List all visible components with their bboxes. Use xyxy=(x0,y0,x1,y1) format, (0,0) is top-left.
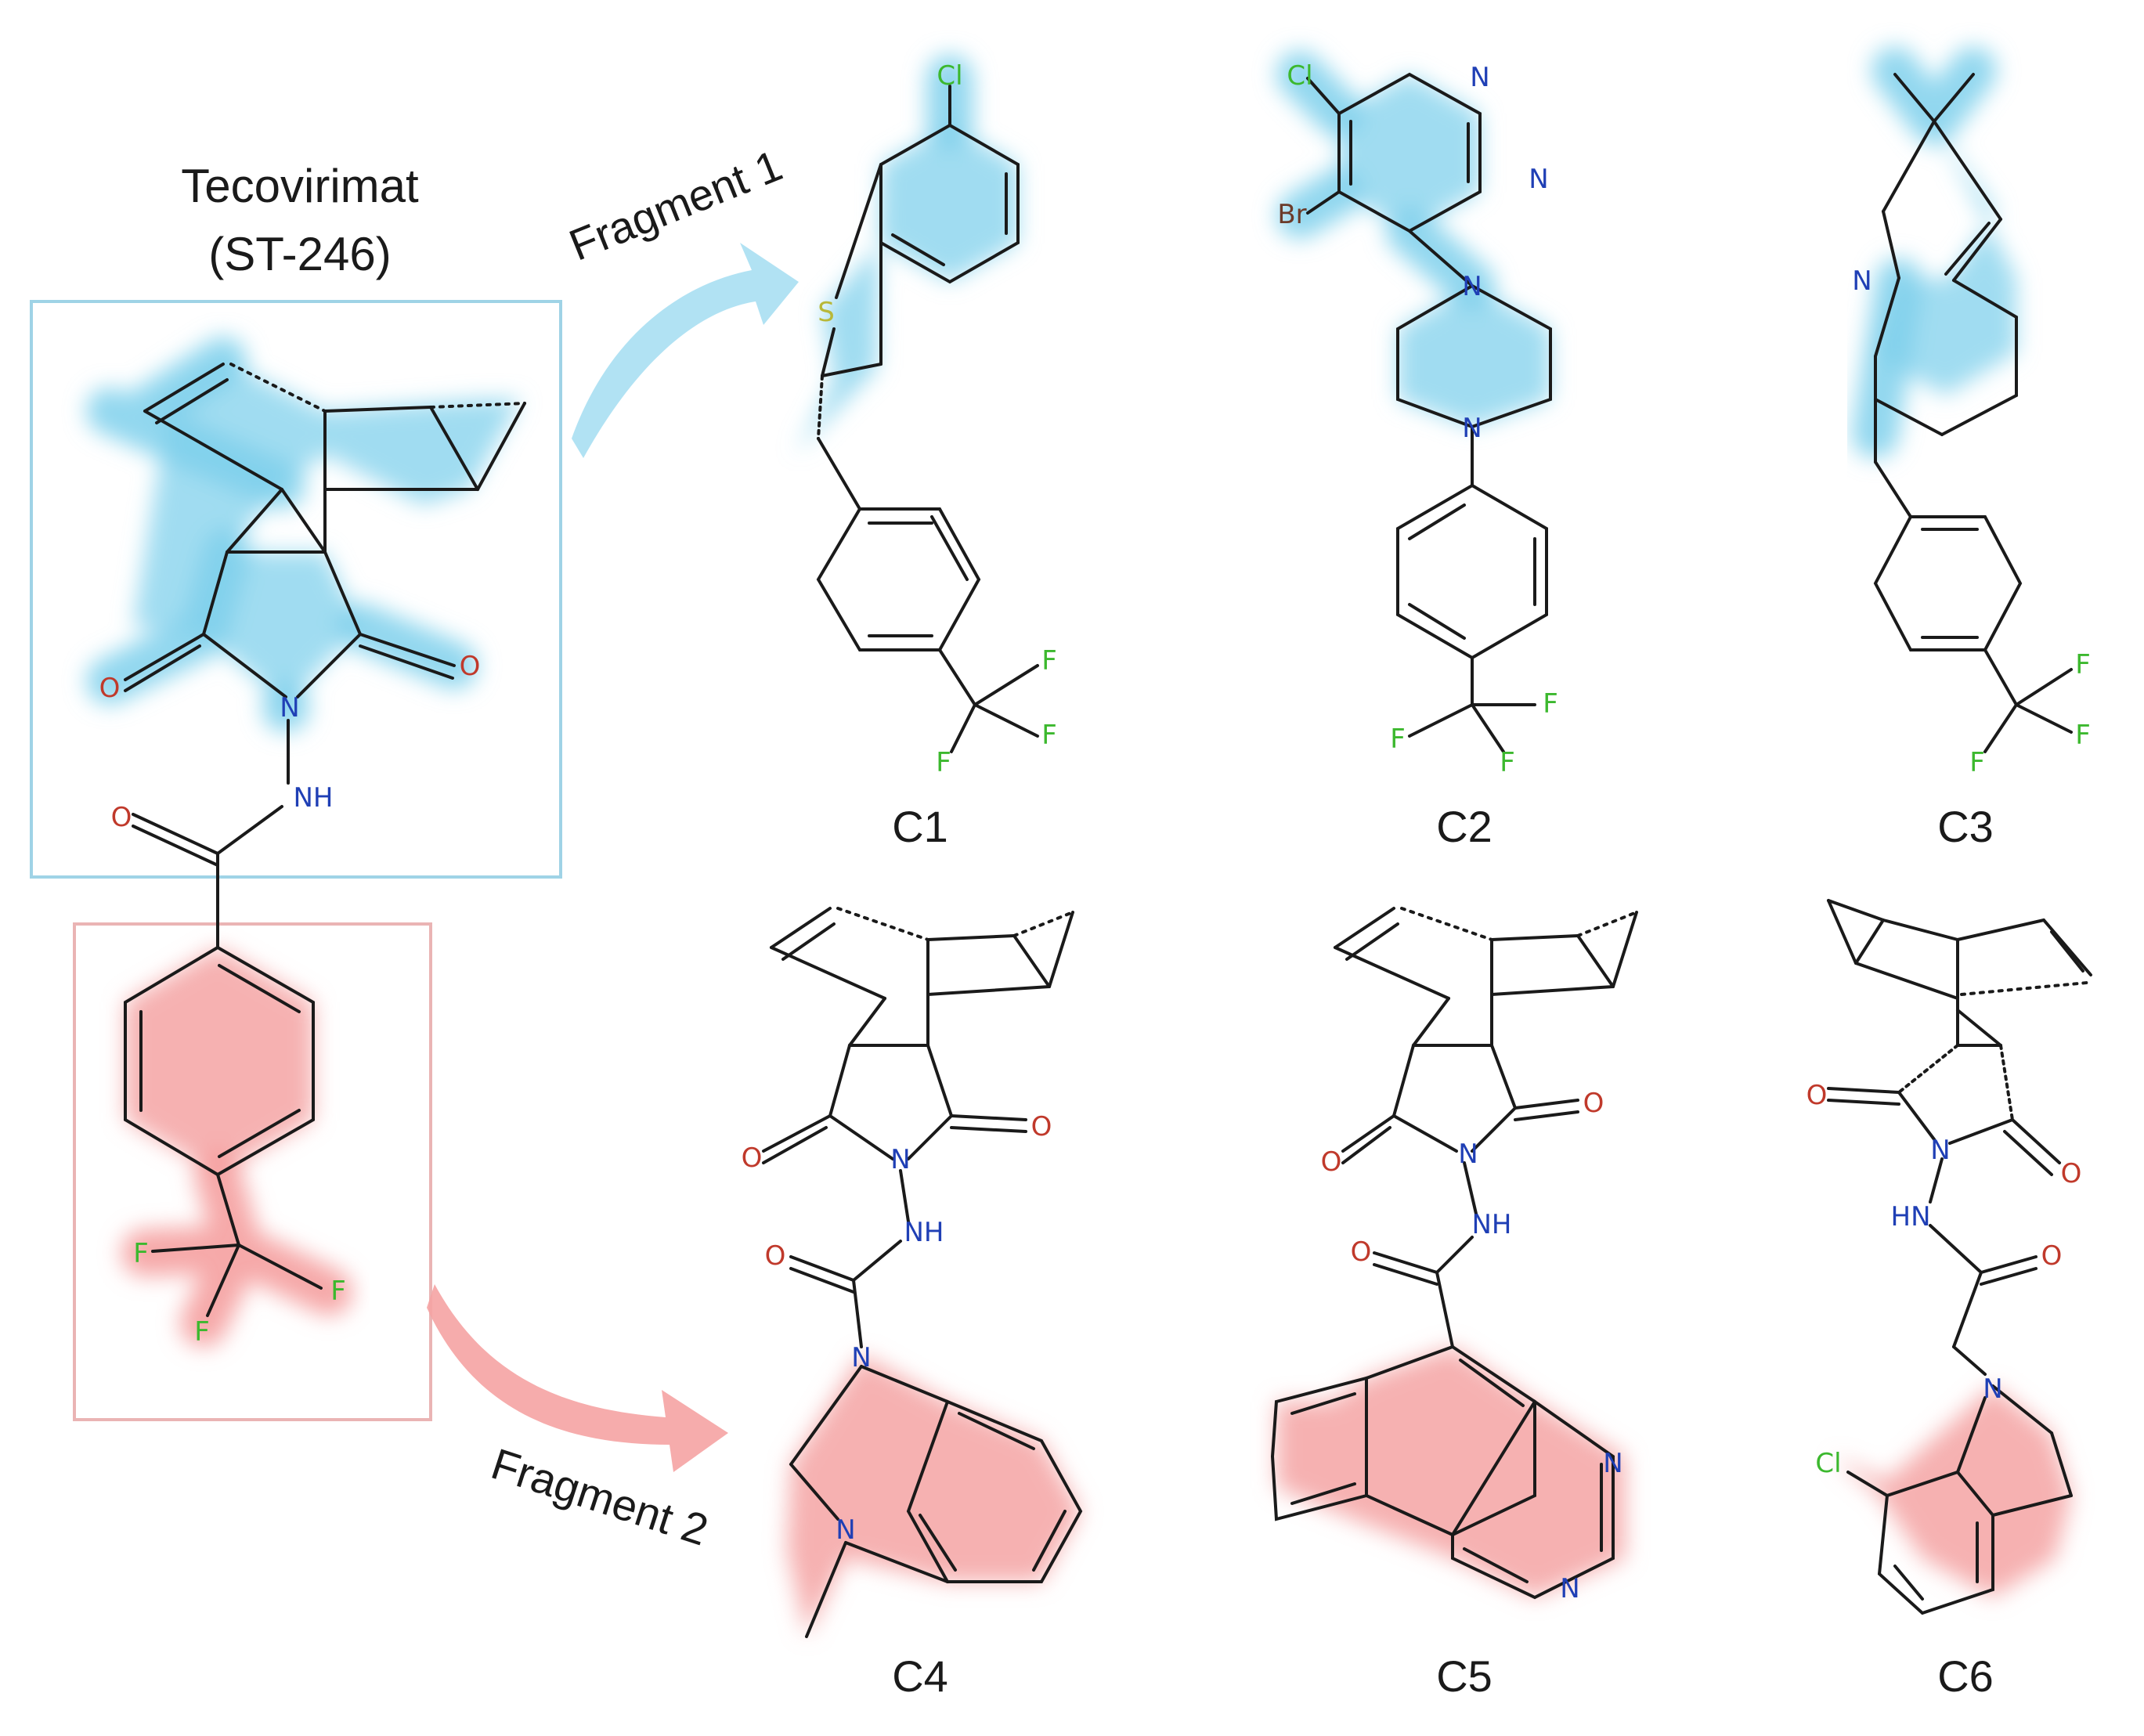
atom-n: N xyxy=(280,692,299,724)
reference-name: Tecovirimat xyxy=(181,160,419,212)
atom-cl: Cl xyxy=(937,60,962,92)
fragment2-highlight xyxy=(121,947,352,1347)
atom-n: N xyxy=(1930,1135,1950,1166)
atom-n: N xyxy=(1529,164,1548,195)
fragment2-arrow: Fragment 2 xyxy=(427,1284,728,1555)
fragment1-box xyxy=(30,300,562,879)
atom-n: N xyxy=(1458,1139,1478,1170)
atom-cl: Cl xyxy=(1815,1448,1841,1479)
atom-f: F xyxy=(1041,645,1057,677)
reference-code: (ST-246) xyxy=(208,228,391,280)
atom-n: N xyxy=(1462,271,1482,302)
atom-o: O xyxy=(99,673,121,704)
fragment1-arrow: Fragment 1 xyxy=(562,140,799,458)
atom-s: S xyxy=(818,297,835,328)
atom-n: N xyxy=(836,1514,855,1546)
atom-o: O xyxy=(765,1240,786,1272)
atom-n: N xyxy=(1470,62,1489,93)
atom-f: F xyxy=(2075,720,2091,751)
compound-label-c2: C2 xyxy=(1436,802,1492,851)
atom-f: F xyxy=(1041,720,1057,751)
compound-label-c5: C5 xyxy=(1436,1651,1492,1701)
compound-label-c1: C1 xyxy=(892,802,948,851)
atom-n: N xyxy=(1852,265,1871,297)
compound-label-c6: C6 xyxy=(1937,1651,1994,1701)
atom-n: N xyxy=(1603,1448,1622,1479)
atom-o: O xyxy=(742,1142,763,1174)
atom-f: F xyxy=(133,1238,149,1269)
atom-f: F xyxy=(1390,724,1406,755)
atom-o: O xyxy=(2061,1158,2082,1189)
atom-o: O xyxy=(1321,1146,1342,1178)
atom-n: N xyxy=(1462,413,1482,444)
atom-o: O xyxy=(2041,1240,2063,1272)
atom-n: N xyxy=(851,1342,871,1373)
compound-c2: N N Cl Br N N F F F C2 xyxy=(1276,51,1558,851)
compound-c6: O O N HN O N Cl C6 xyxy=(1807,899,2092,1701)
atom-f: F xyxy=(330,1276,346,1307)
atom-o: O xyxy=(1583,1088,1604,1119)
atom-nh: NH xyxy=(294,782,334,814)
compound-c4: O O N NH O N N C4 xyxy=(742,907,1083,1701)
compound-c1: Cl S F F F C1 xyxy=(795,55,1057,851)
atom-nh: NH xyxy=(1472,1209,1512,1240)
atom-n: N xyxy=(890,1144,910,1175)
atom-f: F xyxy=(1969,747,1985,778)
fragment1-label: Fragment 1 xyxy=(562,140,789,270)
atom-n: N xyxy=(1983,1373,2002,1405)
atom-o: O xyxy=(460,651,481,682)
compound-c5: O O N NH O N N C5 xyxy=(1270,907,1638,1701)
atom-f: F xyxy=(1500,747,1515,778)
tecovirimat-bonds xyxy=(124,363,526,1317)
atom-br: Br xyxy=(1277,199,1306,230)
atom-n: N xyxy=(1560,1573,1579,1604)
compound-c3: N F F F C3 xyxy=(1852,47,2091,851)
atom-o: O xyxy=(1351,1236,1372,1268)
compound-label-c4: C4 xyxy=(892,1651,948,1701)
atom-f: F xyxy=(1543,688,1558,720)
atom-f: F xyxy=(194,1316,210,1348)
compound-label-c3: C3 xyxy=(1937,802,1994,851)
atom-nh: NH xyxy=(904,1217,944,1248)
tecovirimat-structure: Tecovirimat (ST-246) xyxy=(30,160,562,1421)
fragment2-box xyxy=(73,922,432,1421)
atom-o: O xyxy=(1031,1111,1052,1142)
atom-hn: HN xyxy=(1891,1201,1931,1233)
atom-o: O xyxy=(1807,1080,1828,1111)
atom-f: F xyxy=(2075,649,2091,680)
atom-f: F xyxy=(936,747,951,778)
atom-o: O xyxy=(111,802,132,833)
atom-cl: Cl xyxy=(1287,60,1312,92)
